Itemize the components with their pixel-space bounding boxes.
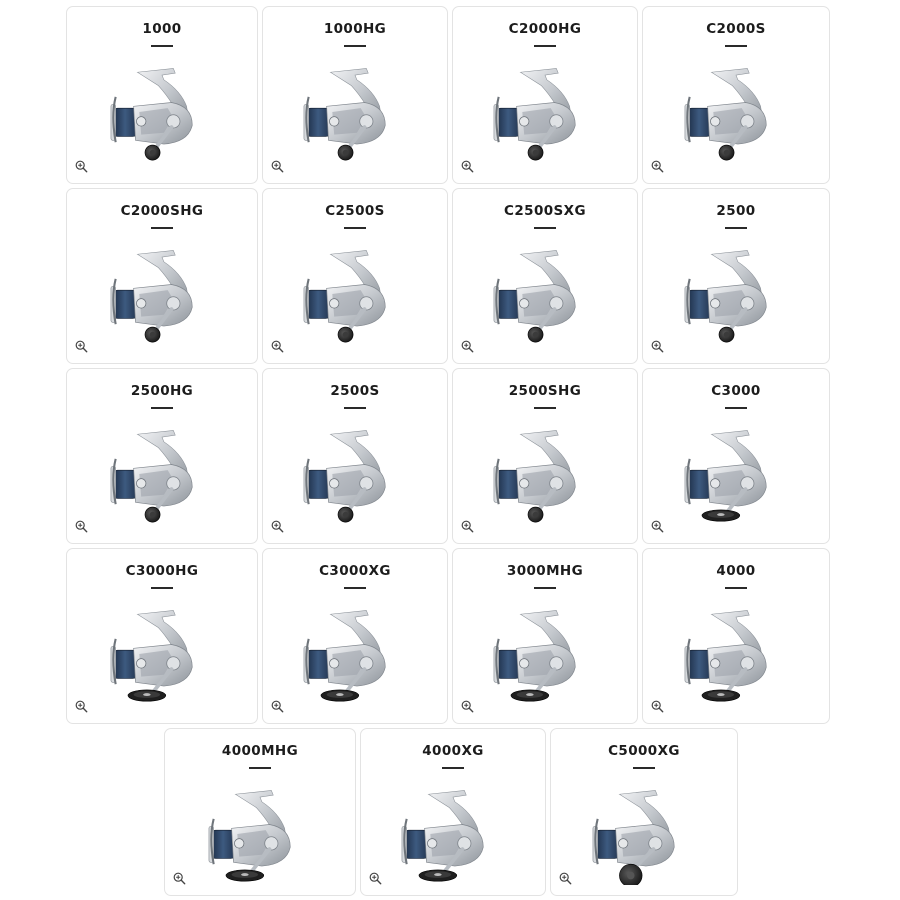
zoom-in-icon[interactable] — [651, 520, 664, 533]
reel-model-label: 4000XG — [422, 743, 484, 759]
zoom-in-icon[interactable] — [173, 872, 186, 885]
zoom-in-icon[interactable] — [651, 160, 664, 173]
reel-model-label: 2500HG — [130, 383, 194, 399]
reel-model-label: 2500 — [716, 203, 756, 219]
zoom-in-icon[interactable] — [75, 700, 88, 713]
reel-card[interactable]: C2000HG — [452, 6, 638, 184]
reel-model-label: 4000 — [716, 563, 756, 579]
reel-image — [678, 601, 794, 705]
zoom-in-icon[interactable] — [461, 700, 474, 713]
title-underline — [344, 45, 366, 47]
reel-image — [487, 241, 603, 345]
title-underline — [534, 45, 556, 47]
reel-image — [487, 59, 603, 163]
zoom-in-icon[interactable] — [271, 520, 284, 533]
reel-model-label: 1000HG — [323, 21, 387, 37]
zoom-in-icon[interactable] — [369, 872, 382, 885]
zoom-in-icon[interactable] — [461, 160, 474, 173]
reel-card[interactable]: 2500S — [262, 368, 448, 544]
reel-card[interactable]: C2500S — [262, 188, 448, 364]
zoom-in-icon[interactable] — [651, 340, 664, 353]
title-underline — [151, 587, 173, 589]
reel-image — [297, 59, 413, 163]
zoom-in-icon[interactable] — [271, 340, 284, 353]
title-underline — [344, 407, 366, 409]
title-underline — [151, 45, 173, 47]
reel-image — [487, 421, 603, 525]
reel-image — [202, 781, 318, 885]
zoom-in-icon[interactable] — [271, 700, 284, 713]
reel-image — [586, 781, 702, 885]
reel-image — [678, 241, 794, 345]
title-underline — [534, 407, 556, 409]
zoom-in-icon[interactable] — [271, 160, 284, 173]
reel-image — [487, 601, 603, 705]
reel-card[interactable]: 1000 — [66, 6, 258, 184]
reel-image — [395, 781, 511, 885]
title-underline — [725, 407, 747, 409]
reel-card[interactable]: C2500SXG — [452, 188, 638, 364]
reel-model-label: C2000HG — [508, 21, 582, 37]
reel-image — [678, 59, 794, 163]
reel-card[interactable]: 4000XG — [360, 728, 546, 896]
title-underline — [725, 45, 747, 47]
reel-card[interactable]: C5000XG — [550, 728, 738, 896]
zoom-in-icon[interactable] — [75, 520, 88, 533]
reel-card[interactable]: 2500SHG — [452, 368, 638, 544]
reel-model-label: C3000XG — [319, 563, 391, 579]
reel-image — [297, 421, 413, 525]
title-underline — [442, 767, 464, 769]
title-underline — [344, 587, 366, 589]
reel-model-label: C3000HG — [125, 563, 199, 579]
title-underline — [633, 767, 655, 769]
reel-model-label: 2500SHG — [508, 383, 582, 399]
reel-model-label: 3000MHG — [506, 563, 584, 579]
title-underline — [151, 227, 173, 229]
reel-image — [297, 601, 413, 705]
reel-card[interactable]: 1000HG — [262, 6, 448, 184]
reel-card[interactable]: C2000S — [642, 6, 830, 184]
reel-model-label: C2000SHG — [120, 203, 204, 219]
title-underline — [151, 407, 173, 409]
reel-model-label: 1000 — [142, 21, 182, 37]
reel-model-label: C5000XG — [608, 743, 680, 759]
zoom-in-icon[interactable] — [75, 340, 88, 353]
reel-card[interactable]: 4000 — [642, 548, 830, 724]
reel-model-label: C2000S — [706, 21, 766, 37]
reel-card[interactable]: C3000XG — [262, 548, 448, 724]
zoom-in-icon[interactable] — [461, 520, 474, 533]
reel-image — [297, 241, 413, 345]
reel-card[interactable]: 3000MHG — [452, 548, 638, 724]
zoom-in-icon[interactable] — [559, 872, 572, 885]
title-underline — [725, 227, 747, 229]
title-underline — [344, 227, 366, 229]
reel-card[interactable]: C3000 — [642, 368, 830, 544]
reel-model-label: C3000 — [711, 383, 761, 399]
zoom-in-icon[interactable] — [75, 160, 88, 173]
title-underline — [249, 767, 271, 769]
title-underline — [534, 587, 556, 589]
reel-model-label: C2500SXG — [504, 203, 586, 219]
reel-card[interactable]: 2500HG — [66, 368, 258, 544]
zoom-in-icon[interactable] — [461, 340, 474, 353]
reel-model-label: 4000MHG — [221, 743, 299, 759]
reel-image — [104, 421, 220, 525]
title-underline — [534, 227, 556, 229]
reel-card[interactable]: C2000SHG — [66, 188, 258, 364]
reel-image — [104, 601, 220, 705]
reel-card[interactable]: 4000MHG — [164, 728, 356, 896]
zoom-in-icon[interactable] — [651, 700, 664, 713]
reel-model-label: C2500S — [325, 203, 385, 219]
reel-card[interactable]: C3000HG — [66, 548, 258, 724]
reel-model-label: 2500S — [330, 383, 380, 399]
reel-image — [104, 241, 220, 345]
title-underline — [725, 587, 747, 589]
reel-image — [678, 421, 794, 525]
reel-card[interactable]: 2500 — [642, 188, 830, 364]
reel-image — [104, 59, 220, 163]
